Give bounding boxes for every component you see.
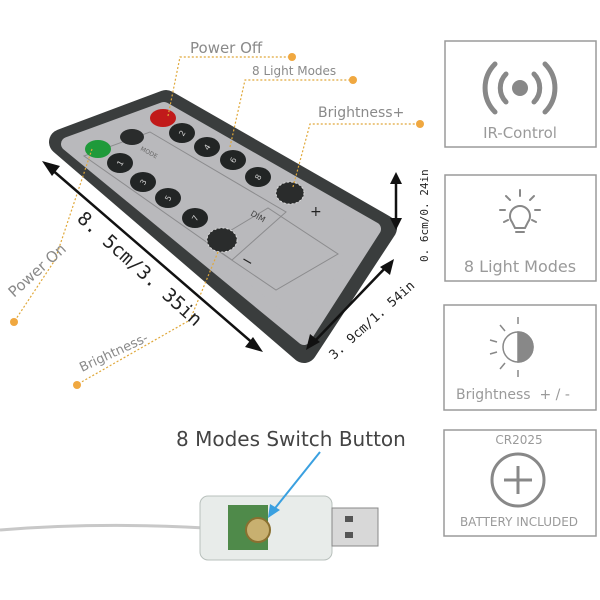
mode-button-label: 2 bbox=[177, 129, 187, 138]
mode-button-4[interactable] bbox=[194, 137, 220, 157]
callout-power-on: Power On bbox=[5, 240, 70, 301]
plus-label: + bbox=[310, 204, 322, 220]
mode-button-2[interactable] bbox=[169, 123, 195, 143]
mode-button-8[interactable] bbox=[245, 167, 271, 187]
callout-power-off: Power Off bbox=[190, 39, 263, 57]
usb-controller bbox=[0, 451, 379, 561]
feature-panel-brightness: Brightness + / - bbox=[443, 304, 597, 411]
mode-switch-button[interactable] bbox=[245, 517, 271, 543]
battery-included-label: BATTERY INCLUDED bbox=[460, 515, 578, 529]
mode-button-label: 4 bbox=[202, 143, 212, 152]
callout-brightness-plus: Brightness+ bbox=[318, 105, 404, 121]
ir-control-label: IR-Control bbox=[483, 124, 557, 142]
callout-brightness-minus: Brightness- bbox=[77, 331, 151, 376]
mode-button-6[interactable] bbox=[220, 150, 246, 170]
brightness-label: Brightness + / - bbox=[456, 387, 570, 403]
dimension-arrows bbox=[42, 161, 402, 352]
mode-button-label: 3 bbox=[138, 178, 148, 187]
thickness-dimension: 0. 6cm/0. 24in bbox=[418, 169, 431, 262]
mode-button-label: 6 bbox=[228, 156, 238, 165]
light-bulb-icon bbox=[499, 189, 541, 233]
brightness-plus-button[interactable] bbox=[275, 181, 305, 205]
brightness-icon bbox=[489, 317, 534, 377]
feature-panel-ir: IR-Control bbox=[444, 40, 597, 148]
mode-button-1[interactable] bbox=[107, 153, 133, 173]
mode-button-label: 8 bbox=[253, 173, 263, 182]
power-on-button[interactable] bbox=[85, 140, 111, 158]
feature-panel-modes: 8 Light Modes bbox=[444, 174, 597, 282]
feature-panel-battery: CR2025 BATTERY INCLUDED bbox=[443, 429, 597, 537]
mode-button[interactable] bbox=[120, 129, 144, 145]
battery-icon bbox=[490, 452, 546, 508]
mode-button-label: 5 bbox=[163, 194, 173, 203]
ir-signal-icon bbox=[482, 61, 558, 115]
mode-button-label: 1 bbox=[115, 159, 125, 168]
brightness-minus-button[interactable] bbox=[206, 227, 238, 253]
mode-button-5[interactable] bbox=[155, 188, 181, 208]
callout-leaders bbox=[10, 53, 424, 389]
mode-button-3[interactable] bbox=[130, 172, 156, 192]
battery-model: CR2025 bbox=[495, 433, 542, 447]
switch-button-label: 8 Modes Switch Button bbox=[176, 427, 406, 451]
light-modes-label: 8 Light Modes bbox=[464, 257, 576, 276]
mode-button-7[interactable] bbox=[182, 208, 208, 228]
power-off-button[interactable] bbox=[150, 109, 176, 127]
mode-button-label: 7 bbox=[190, 214, 200, 223]
callout-light-modes: 8 Light Modes bbox=[252, 64, 336, 78]
